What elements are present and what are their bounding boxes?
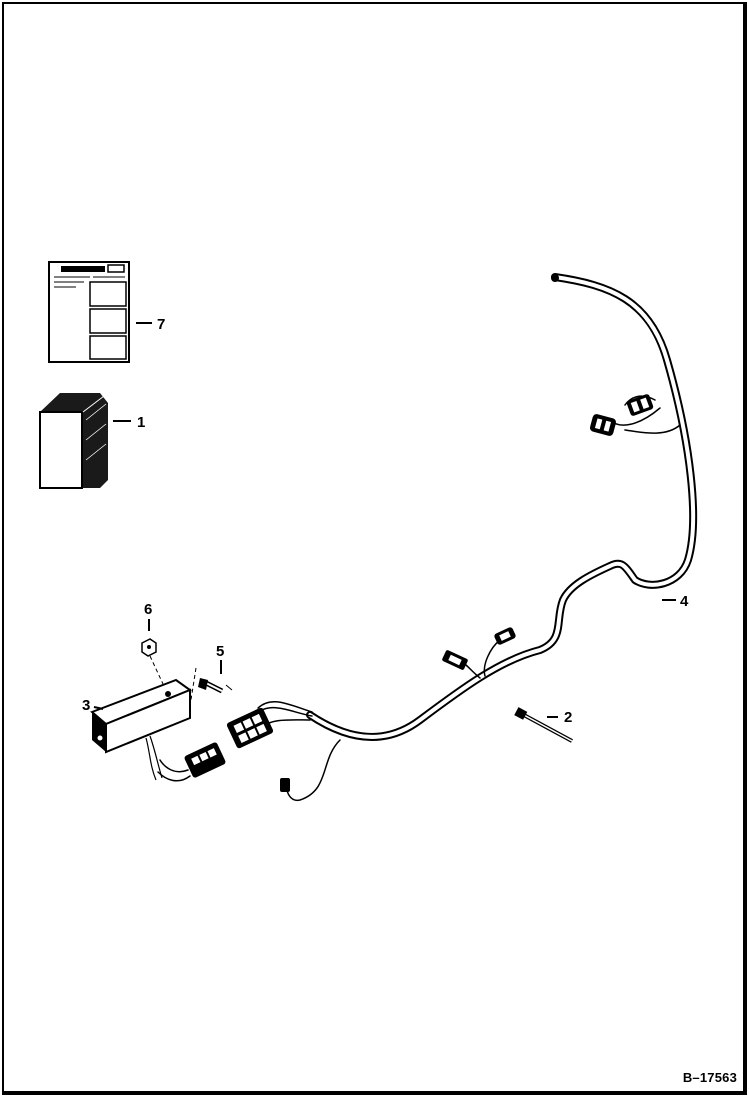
callout-4: 4 <box>662 593 689 610</box>
bolt <box>189 667 233 707</box>
callout-label-4: 4 <box>680 593 689 610</box>
callout-label-5: 5 <box>216 643 224 660</box>
nut <box>141 638 164 685</box>
callout-7: 7 <box>136 316 165 333</box>
callout-2: 2 <box>547 709 572 726</box>
bracket <box>90 678 193 781</box>
callout-6: 6 <box>144 601 152 631</box>
callout-label-7: 7 <box>157 316 165 333</box>
callout-label-2: 2 <box>564 709 572 726</box>
figure-id: B–17563 <box>682 1070 737 1085</box>
instruction-sheet <box>48 261 130 363</box>
cable-tie <box>514 707 573 743</box>
callout-label-6: 6 <box>144 601 152 618</box>
wire-harness <box>157 273 698 802</box>
callout-5: 5 <box>216 643 224 674</box>
callout-3: 3 <box>82 697 104 714</box>
callout-1: 1 <box>113 414 145 431</box>
callout-label-3: 3 <box>82 697 90 714</box>
box <box>39 393 108 489</box>
callout-label-1: 1 <box>137 414 145 431</box>
